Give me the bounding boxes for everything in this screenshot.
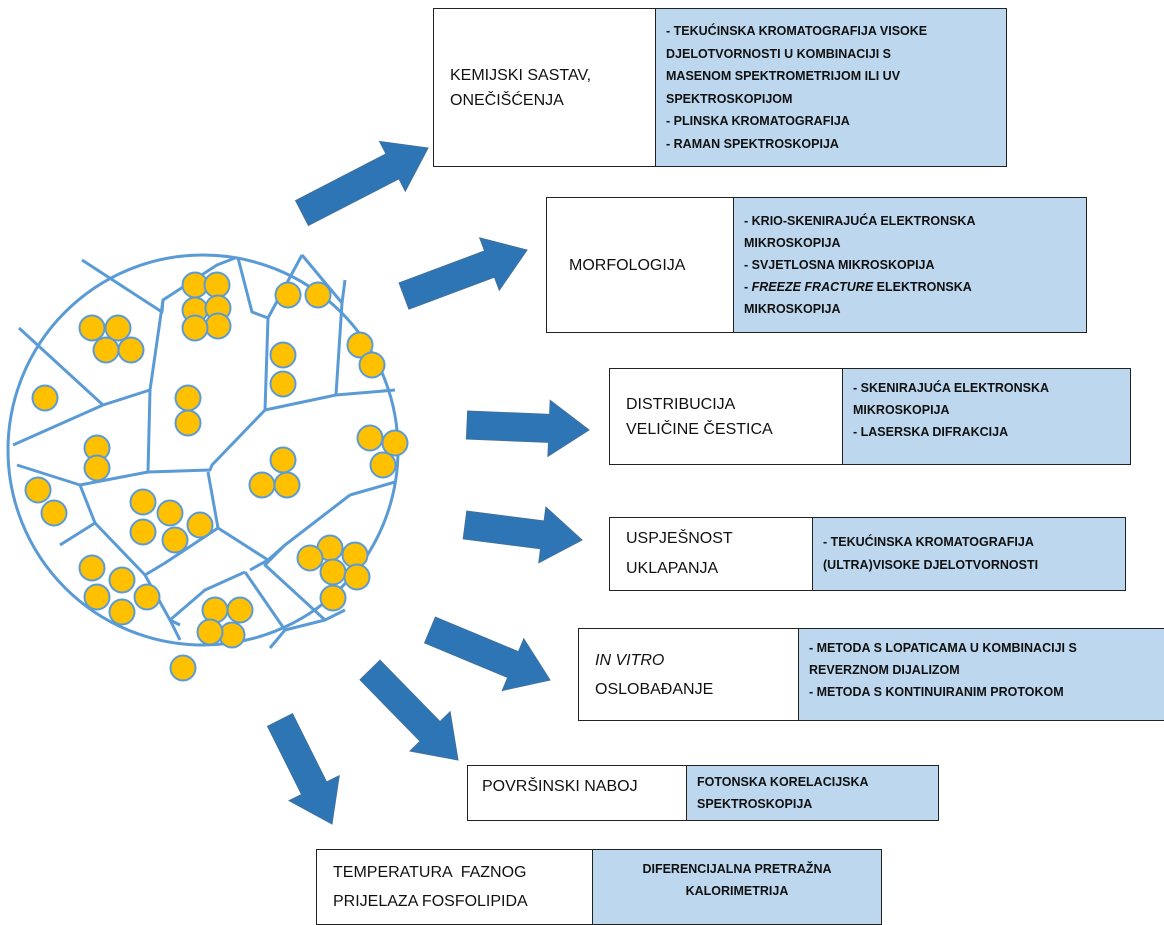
particle — [129, 488, 157, 516]
particle — [129, 518, 157, 546]
particle — [83, 454, 111, 482]
particle — [40, 499, 68, 527]
particle — [117, 336, 145, 364]
arrow-dist — [465, 399, 590, 458]
particle — [319, 558, 347, 586]
particle — [296, 544, 324, 572]
particle — [181, 314, 209, 342]
label-surface-charge: POVRŠINSKI NABOJ — [468, 766, 687, 820]
particle — [343, 563, 371, 591]
particle — [356, 424, 384, 452]
row-morphology: MORFOLOGIJA - KRIO-SKENIRAJUĆA ELEKTRONS… — [546, 197, 1087, 333]
particle — [78, 314, 106, 342]
cell-wall-12 — [93, 471, 220, 577]
arrow-release — [423, 616, 551, 692]
row-phase-transition: TEMPERATURA FAZNOG PRIJELAZA FOSFOLIPIDA… — [316, 849, 882, 925]
label-phase-transition: TEMPERATURA FAZNOG PRIJELAZA FOSFOLIPIDA — [317, 850, 593, 924]
particle — [83, 583, 111, 611]
particle — [204, 312, 232, 340]
arrow-charge — [359, 659, 459, 761]
particle — [133, 583, 161, 611]
particle — [226, 596, 254, 624]
arrow-morph — [398, 237, 528, 310]
particle — [31, 384, 59, 412]
arrow-encap — [462, 506, 583, 564]
particle — [319, 584, 347, 612]
row-chemical-composition: KEMIJSKI SASTAV, ONEČIŠĆENJA - TEKUĆINSK… — [433, 8, 1007, 167]
particle — [273, 471, 301, 499]
methods-size-distribution: - SKENIRAJUĆA ELEKTRONSKA MIKROSKOPIJA -… — [843, 369, 1130, 464]
row-size-distribution: DISTRIBUCIJA VELIČINE ČESTICA - SKENIRAJ… — [609, 368, 1131, 465]
particle — [274, 281, 302, 309]
cell-wall-20 — [268, 629, 287, 649]
particle — [169, 654, 197, 682]
cell-wall-15 — [349, 480, 396, 497]
row-surface-charge: POVRŠINSKI NABOJ FOTONSKA KORELACIJSKA S… — [467, 765, 939, 821]
particle — [161, 526, 189, 554]
particle — [174, 384, 202, 412]
particle — [196, 618, 224, 646]
cell-wall-3 — [12, 403, 104, 447]
cell-wall-9 — [79, 470, 149, 487]
label-in-vitro-release: IN VITRO OSLOBAĐANJE — [579, 629, 799, 720]
cell-wall-21 — [169, 570, 246, 622]
arrow-chem — [294, 140, 429, 227]
particle — [201, 596, 229, 624]
particle — [304, 281, 332, 309]
particle — [269, 370, 297, 398]
methods-in-vitro-release: - METODA S LOPATICAMA U KOMBINACIJI S RE… — [799, 629, 1164, 720]
particle — [369, 451, 397, 479]
label-size-distribution: DISTRIBUCIJA VELIČINE ČESTICA — [610, 369, 843, 464]
methods-phase-transition: DIFERENCIJALNA PRETRAŽNA KALORIMETRIJA — [593, 850, 881, 924]
particle — [156, 499, 184, 527]
cell-wall-18 — [168, 619, 182, 641]
freeze-fracture-line: - FREEZE FRACTURE ELEKTRONSKA — [744, 280, 972, 294]
particle — [346, 331, 374, 359]
label-chemical-composition: KEMIJSKI SASTAV, ONEČIŠĆENJA — [434, 9, 656, 166]
particle — [218, 621, 246, 649]
arrows — [266, 140, 590, 825]
particle — [381, 429, 409, 457]
particle — [92, 336, 120, 364]
methods-encapsulation: - TEKUĆINSKA KROMATOGRAFIJA (ULTRA)VISOK… — [813, 518, 1125, 590]
cell-wall-2 — [17, 326, 105, 407]
cell-wall-10 — [16, 463, 81, 487]
cell-wall-8 — [335, 388, 396, 397]
methods-morphology: - KRIO-SKENIRAJUĆA ELEKTRONSKA MIKROSKOP… — [734, 198, 1086, 332]
particle — [108, 598, 136, 626]
arrow-temp — [266, 713, 340, 825]
particle — [203, 271, 231, 299]
particle — [358, 351, 386, 379]
row-encapsulation: USPJEŠNOST UKLAPANJA - TEKUĆINSKA KROMAT… — [609, 517, 1126, 591]
particle — [269, 446, 297, 474]
cell-wall-16 — [263, 543, 346, 622]
cell-wall-4 — [146, 257, 270, 474]
particle — [269, 341, 297, 369]
methods-chemical-composition: - TEKUĆINSKA KROMATOGRAFIJA VISOKE DJELO… — [656, 9, 1006, 166]
particle — [108, 566, 136, 594]
particle — [24, 476, 52, 504]
particle — [186, 511, 214, 539]
row-in-vitro-release: IN VITRO OSLOBAĐANJE - METODA S LOPATICA… — [578, 628, 1164, 721]
label-encapsulation: USPJEŠNOST UKLAPANJA — [610, 518, 813, 590]
particles — [24, 271, 409, 682]
particle — [104, 314, 132, 342]
particle — [174, 409, 202, 437]
label-morphology: MORFOLOGIJA — [547, 198, 734, 332]
particle — [78, 554, 106, 582]
particle — [248, 471, 276, 499]
methods-surface-charge: FOTONSKA KORELACIJSKA SPEKTROSKOPIJA — [687, 766, 938, 820]
